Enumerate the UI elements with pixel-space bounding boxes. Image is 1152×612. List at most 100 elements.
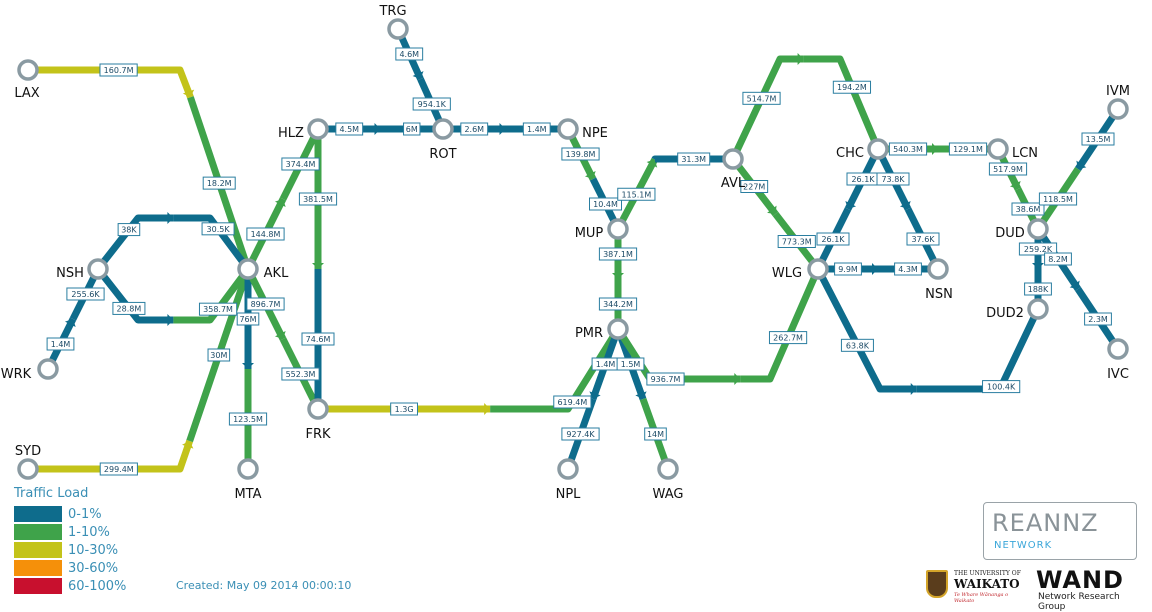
link-label-in: 552.3M — [281, 367, 320, 381]
link-label-out: 160.7M — [99, 63, 138, 77]
link-arrowhead — [797, 53, 804, 65]
link-label-out: 1.4M — [591, 357, 620, 371]
link-label-box — [201, 222, 235, 236]
legend-item-0-1: 0-1% — [14, 505, 126, 523]
link-arrowhead — [484, 403, 491, 415]
node-ring-icon — [722, 148, 744, 170]
link-label-box — [988, 162, 1028, 176]
link-label-text: 10.4M — [593, 200, 618, 209]
node-ring-icon — [237, 458, 259, 480]
link-label-text: 139.8M — [566, 150, 596, 159]
node-ring-icon — [1027, 298, 1049, 320]
link-label-in: 2.3M — [1084, 312, 1112, 326]
link-label-in: 344.2M — [598, 297, 638, 311]
legend-swatch — [14, 506, 62, 522]
link-arrowhead — [1076, 160, 1087, 169]
node-wag: WAG — [653, 458, 683, 502]
node-label: NSH — [56, 266, 84, 281]
link-label-out: 1.5M — [616, 357, 645, 371]
node-npe: NPE — [557, 118, 608, 141]
link-label-in: 927.4K — [561, 427, 600, 441]
link-label-text: 540.3M — [893, 145, 923, 154]
legend-swatch — [14, 542, 62, 558]
link-label-text: 38K — [121, 226, 137, 235]
link-arrowhead — [182, 89, 195, 98]
link-label-in: 100.4K — [982, 380, 1021, 394]
link-label-in: 30M — [207, 348, 231, 362]
link-arrowhead — [932, 143, 938, 155]
legend-item-60-100: 60-100% — [14, 577, 126, 595]
link-label-box — [646, 372, 685, 386]
link-label-text: 299.4M — [104, 465, 134, 474]
link-label-box — [1018, 242, 1058, 256]
link-label-out: 2.6M — [460, 122, 489, 136]
link-label-out: 517.9M — [988, 162, 1028, 176]
link-label-box — [644, 427, 667, 441]
link-label-box — [117, 223, 141, 237]
reannz-logo: REANNZ NETWORK — [983, 502, 1137, 560]
link-wlg-dud2-out — [814, 267, 917, 393]
link-label-text: 76M — [239, 315, 256, 324]
link-label-box — [561, 427, 600, 441]
legend-swatch — [14, 524, 62, 540]
waikato-crest-icon — [926, 570, 948, 598]
link-arrowhead — [1009, 180, 1021, 189]
link-label-box — [228, 412, 268, 426]
node-label: LAX — [14, 86, 39, 101]
link-label-out: 26.1K — [846, 172, 880, 186]
link-label-box — [832, 80, 872, 94]
link-label-text: 115.1M — [621, 190, 651, 199]
legend-swatch — [14, 560, 62, 576]
node-rot: ROT — [429, 118, 457, 162]
node-ring-icon — [37, 358, 59, 380]
node-trg: TRG — [378, 4, 409, 40]
link-label-text: 4.5M — [339, 125, 359, 134]
link-label-box — [281, 367, 320, 381]
link-label-box — [207, 348, 231, 362]
link-label-in: 38.6M — [1011, 202, 1045, 216]
node-wlg: WLG — [772, 258, 829, 281]
link-nsh-akl-out — [95, 214, 174, 272]
link-arrowhead — [899, 200, 911, 209]
link-label-text: 160.7M — [104, 66, 134, 75]
link-avl-chc-in — [803, 55, 882, 151]
link-label-out: 381.5M — [298, 192, 338, 206]
node-mta: MTA — [234, 458, 262, 502]
node-label: WRK — [1, 367, 32, 382]
link-arrowhead — [612, 273, 624, 279]
link-label-text: 4.6M — [399, 50, 419, 59]
link-label-text: 344.2M — [603, 300, 633, 309]
node-pmr: PMR — [575, 318, 629, 341]
link-arrowhead — [242, 363, 254, 369]
link-label-out: 139.8M — [561, 147, 600, 161]
link-syd-akl-in — [186, 267, 252, 444]
node-akl: AKL — [237, 258, 289, 281]
link-label-out: 1.3G — [390, 402, 418, 416]
node-ivc: IVC — [1107, 338, 1129, 382]
link-label-box — [777, 235, 816, 248]
link-label-in: 14M — [644, 427, 667, 441]
node-ring-icon — [387, 18, 409, 40]
link-label-box — [390, 402, 418, 416]
link-label-box — [677, 152, 711, 166]
link-arrowhead — [499, 123, 506, 135]
link-label-box — [876, 172, 910, 186]
link-arrowhead — [910, 383, 917, 395]
link-label-in: 129.1M — [948, 142, 988, 156]
node-ring-icon — [307, 398, 329, 420]
link-label-text: 374.4M — [286, 160, 316, 169]
link-label-text: 8.2M — [1048, 255, 1068, 264]
link-label-text: 387.1M — [603, 250, 633, 259]
legend-label: 10-30% — [68, 542, 119, 558]
node-ring-icon — [607, 218, 629, 240]
link-label-box — [335, 122, 364, 136]
link-label-box — [522, 122, 551, 136]
link-label-box — [589, 197, 622, 211]
node-label: HLZ — [278, 126, 304, 141]
node-syd: SYD — [15, 444, 41, 480]
link-label-text: 2.3M — [1088, 315, 1108, 324]
link-label-box — [740, 180, 769, 193]
link-label-text: 896.7M — [251, 300, 281, 309]
